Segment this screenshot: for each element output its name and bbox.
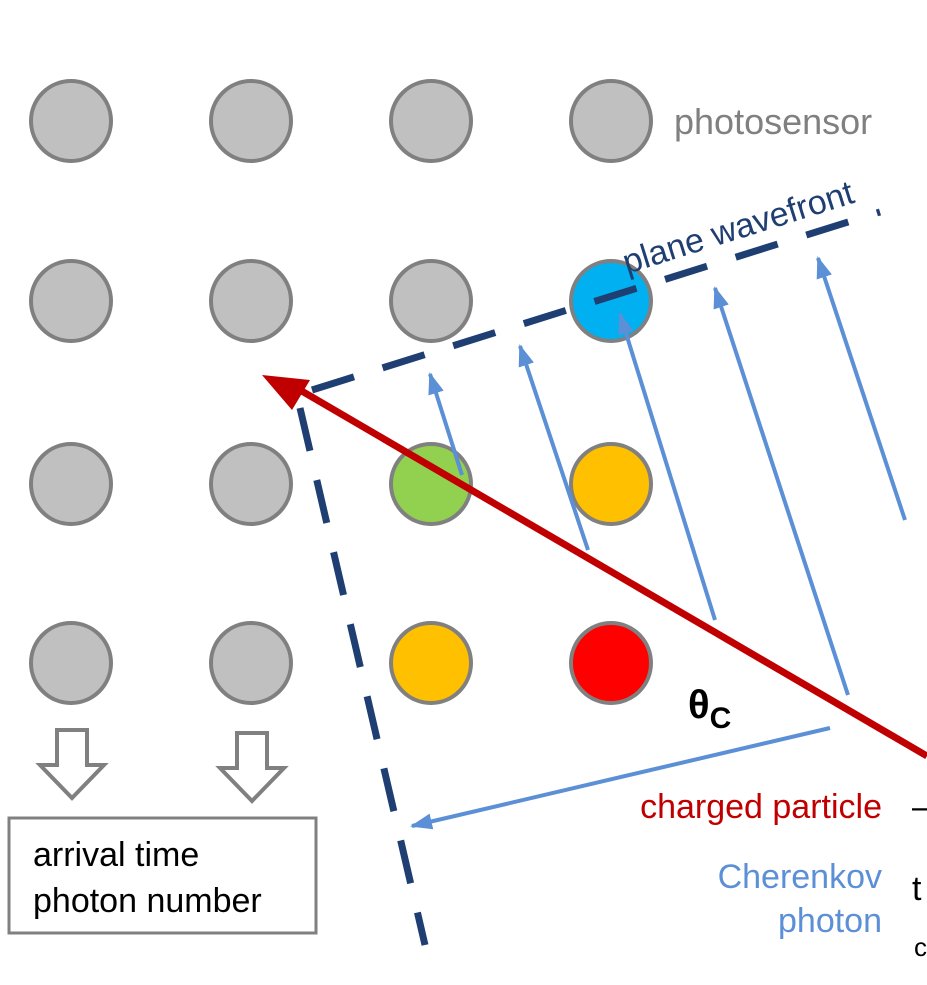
photosensor-green-r3c3 — [389, 442, 473, 526]
photosensor-gray-r1c2 — [209, 79, 293, 163]
cherenkov-label-line2: photon — [778, 902, 882, 940]
photosensor-orange-r3c4 — [569, 442, 653, 526]
photosensor-gray-r1c1 — [29, 79, 113, 163]
photosensor-gray-r3c1 — [29, 442, 113, 526]
photosensor-gray-r4c1 — [29, 621, 113, 705]
photosensor-gray-r1c4 — [569, 79, 653, 163]
photosensor-grid — [29, 79, 653, 705]
photosensor-gray-r2c1 — [29, 259, 113, 343]
readout-arrow-2 — [215, 731, 289, 804]
readout-label-photon-number: photon number — [33, 882, 262, 920]
photosensor-gray-r2c3 — [389, 259, 473, 343]
photon-legend-arrow — [410, 726, 831, 830]
photon-arrow — [618, 312, 717, 621]
photon-arrow — [428, 372, 464, 476]
cherenkov-photon-arrows — [410, 256, 907, 830]
cherenkov-label-line1: Cherenkov — [718, 858, 882, 896]
photon-arrow — [518, 344, 590, 551]
photon-arrow — [713, 286, 850, 696]
photosensor-gray-r1c3 — [389, 79, 473, 163]
edge-fragment: t — [912, 870, 922, 908]
photosensor-gray-r4c2 — [209, 621, 293, 705]
edge-fragment: c — [914, 932, 927, 962]
charged-particle-track — [262, 375, 927, 760]
plane-wavefront — [296, 208, 882, 946]
photosensor-gray-r3c2 — [209, 442, 293, 526]
photosensor-gray-r2c2 — [209, 259, 293, 343]
photosensor-orange-r4c3 — [389, 621, 473, 705]
readout-arrow-1 — [35, 728, 109, 801]
edge-fragment: – — [912, 788, 927, 826]
photosensor-label: photosensor — [674, 101, 872, 142]
photosensor-red-r4c4 — [569, 621, 653, 705]
cherenkov-angle-label: θC — [688, 683, 731, 735]
photon-arrow — [816, 256, 907, 521]
readout-label-arrival-time: arrival time — [33, 836, 199, 874]
readout-box — [7, 816, 318, 935]
charged-particle-label: charged particle — [640, 788, 882, 826]
